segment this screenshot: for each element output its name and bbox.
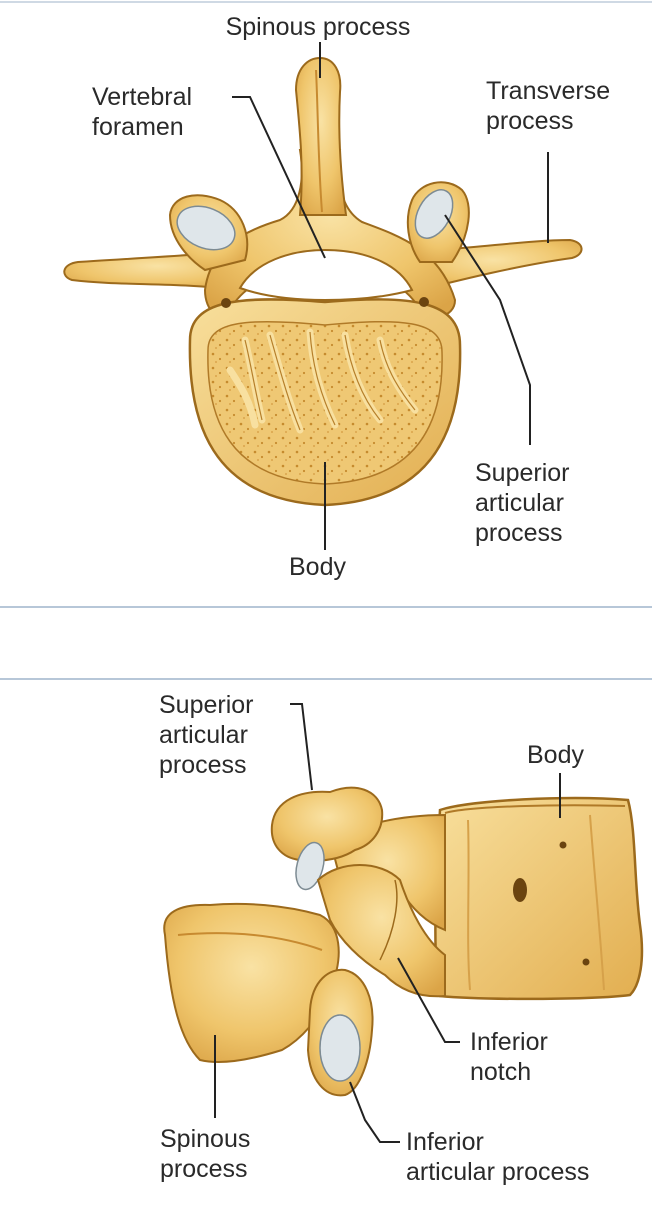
vertebral-body-side	[434, 796, 644, 1001]
label-spinous-process-side: Spinous process	[160, 1125, 251, 1183]
leader-vertebral-foramen	[232, 96, 326, 259]
label-vertebral-foramen: Vertebral foramen	[92, 83, 193, 141]
label-superior-articular-process-side: Superior articular process	[159, 691, 254, 779]
label-inferior-notch: Inferior notch	[470, 1028, 548, 1086]
spinous-process-top	[294, 56, 348, 216]
top-view-leader-lines	[232, 42, 549, 550]
leader-inferior-notch	[397, 957, 460, 1043]
label-superior-articular-process-top: Superior articular process	[475, 459, 570, 547]
vertebra-top-view	[63, 56, 583, 507]
label-body-side: Body	[527, 741, 584, 769]
inferior-facet-side	[319, 1014, 361, 1082]
vertebra-side-view	[163, 786, 644, 1097]
side-view-leader-lines	[214, 703, 561, 1143]
inferior-notch-curve	[379, 879, 398, 961]
label-body-top: Body	[289, 553, 346, 581]
leader-superior-articular-side	[290, 703, 313, 791]
label-inferior-articular-process-side: Inferior articular process	[406, 1128, 590, 1186]
label-transverse-process: Transverse process	[486, 77, 611, 135]
leader-superior-articular-top	[444, 214, 531, 445]
leader-inferior-articular-side	[349, 1081, 400, 1143]
superior-facet-side	[295, 841, 325, 891]
articular-facet-left	[176, 205, 236, 251]
label-spinous-process-top: Spinous process	[225, 13, 411, 41]
lamina-side	[316, 864, 446, 998]
